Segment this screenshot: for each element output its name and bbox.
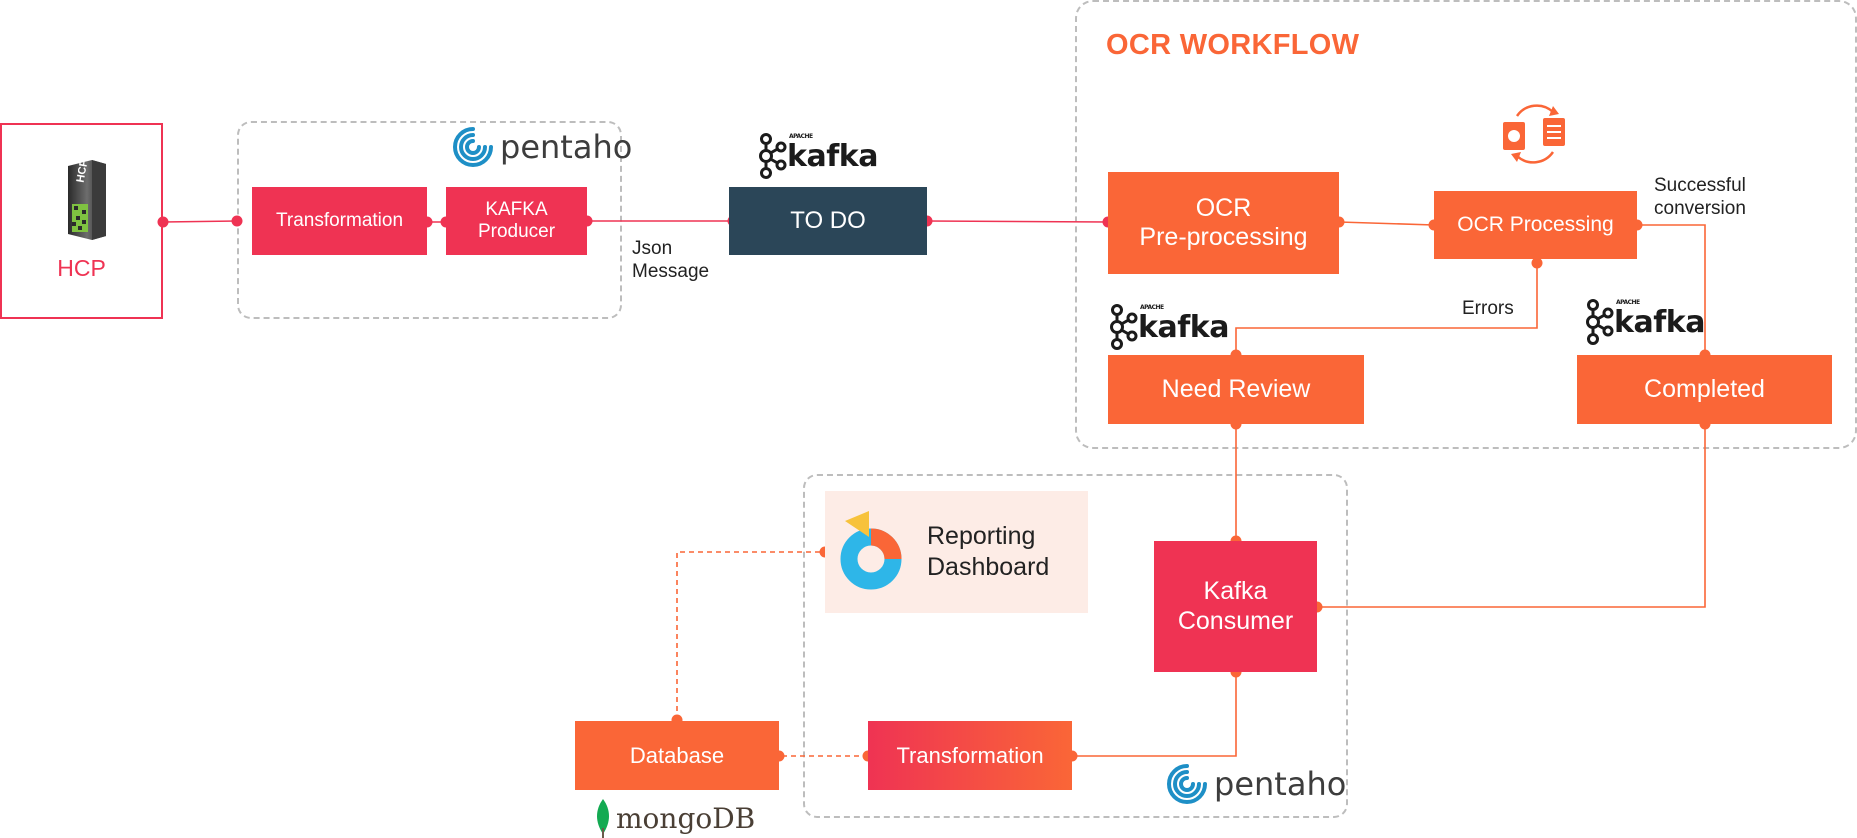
edge-preprocessing-processing: [1338, 221, 1435, 226]
edge-database-dashboard: [676, 551, 825, 720]
kafka-icon: [1586, 299, 1614, 345]
need-review-node: Need Review: [1108, 355, 1364, 424]
hcp-label: HCP: [57, 255, 106, 281]
mongodb-wordmark: mongoDB: [616, 801, 756, 835]
completed-node: Completed: [1577, 355, 1832, 424]
kafka-icon: [1110, 304, 1138, 350]
pentaho-swirl-icon: [453, 127, 493, 167]
successful-conversion-label: Successful conversion: [1654, 175, 1746, 219]
transformation-node-bottom: Transformation: [868, 721, 1072, 790]
pentaho-consumer-group: [803, 474, 1348, 818]
reporting-dashboard-card: Reporting Dashboard: [825, 491, 1088, 613]
reporting-dashboard-label: Reporting Dashboard: [927, 522, 1050, 581]
edge-processing-needreview: [1235, 263, 1538, 355]
ocr-workflow-title: OCR WORKFLOW: [1106, 29, 1360, 61]
edge-hcp-transformation: [162, 220, 238, 223]
server-icon: [68, 160, 106, 240]
kafka-producer-node: KAFKA Producer: [446, 187, 587, 255]
donut-chart-icon: [840, 511, 902, 590]
ocr-preprocessing-node: OCR Pre-processing: [1108, 172, 1339, 274]
errors-label: Errors: [1462, 298, 1514, 319]
edge-processing-completed: [1637, 224, 1706, 355]
edge-todo-preprocessing: [926, 220, 1109, 223]
pentaho-logo-bottom: pentaho: [1166, 763, 1346, 805]
edge-consumer-transformation: [1072, 672, 1237, 757]
mongodb-logo: mongoDB: [594, 798, 755, 838]
pentaho-swirl-icon: [1167, 764, 1207, 804]
database-node: Database: [575, 721, 779, 790]
pentaho-wordmark: pentaho: [1214, 765, 1347, 803]
mongodb-leaf-icon: [597, 799, 609, 838]
pentaho-wordmark: pentaho: [500, 128, 633, 166]
kafka-icon: [759, 133, 787, 179]
ocr-processing-node: OCR Processing: [1434, 191, 1637, 259]
ocr-workflow-group: [1075, 0, 1857, 449]
document-conversion-icon: [1503, 104, 1565, 164]
pentaho-logo-top: pentaho: [452, 126, 632, 168]
edge-completed-consumer: [1317, 424, 1706, 608]
kafka-consumer-node: Kafka Consumer: [1154, 541, 1317, 672]
hcp-node: HCP HCP: [0, 123, 163, 319]
todo-node: TO DO: [729, 187, 927, 255]
json-message-label: Json Message: [632, 238, 710, 282]
transformation-node-top: Transformation: [252, 187, 427, 255]
